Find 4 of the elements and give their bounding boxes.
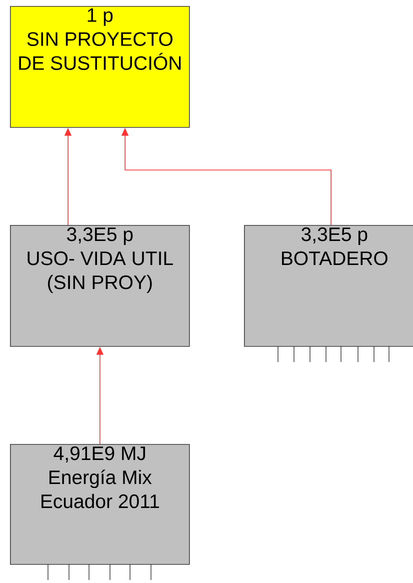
process-box: 3,3E5 p BOTADERO bbox=[244, 225, 413, 347]
process-box: 3,3E5 p USO- VIDA UTIL (SIN PROY) bbox=[10, 225, 190, 347]
process-box: 4,91E9 MJ Energía Mix Ecuador 2011 bbox=[10, 444, 190, 565]
process-box: 1 p SIN PROYECTO DE SUSTITUCIÓN bbox=[10, 6, 190, 128]
